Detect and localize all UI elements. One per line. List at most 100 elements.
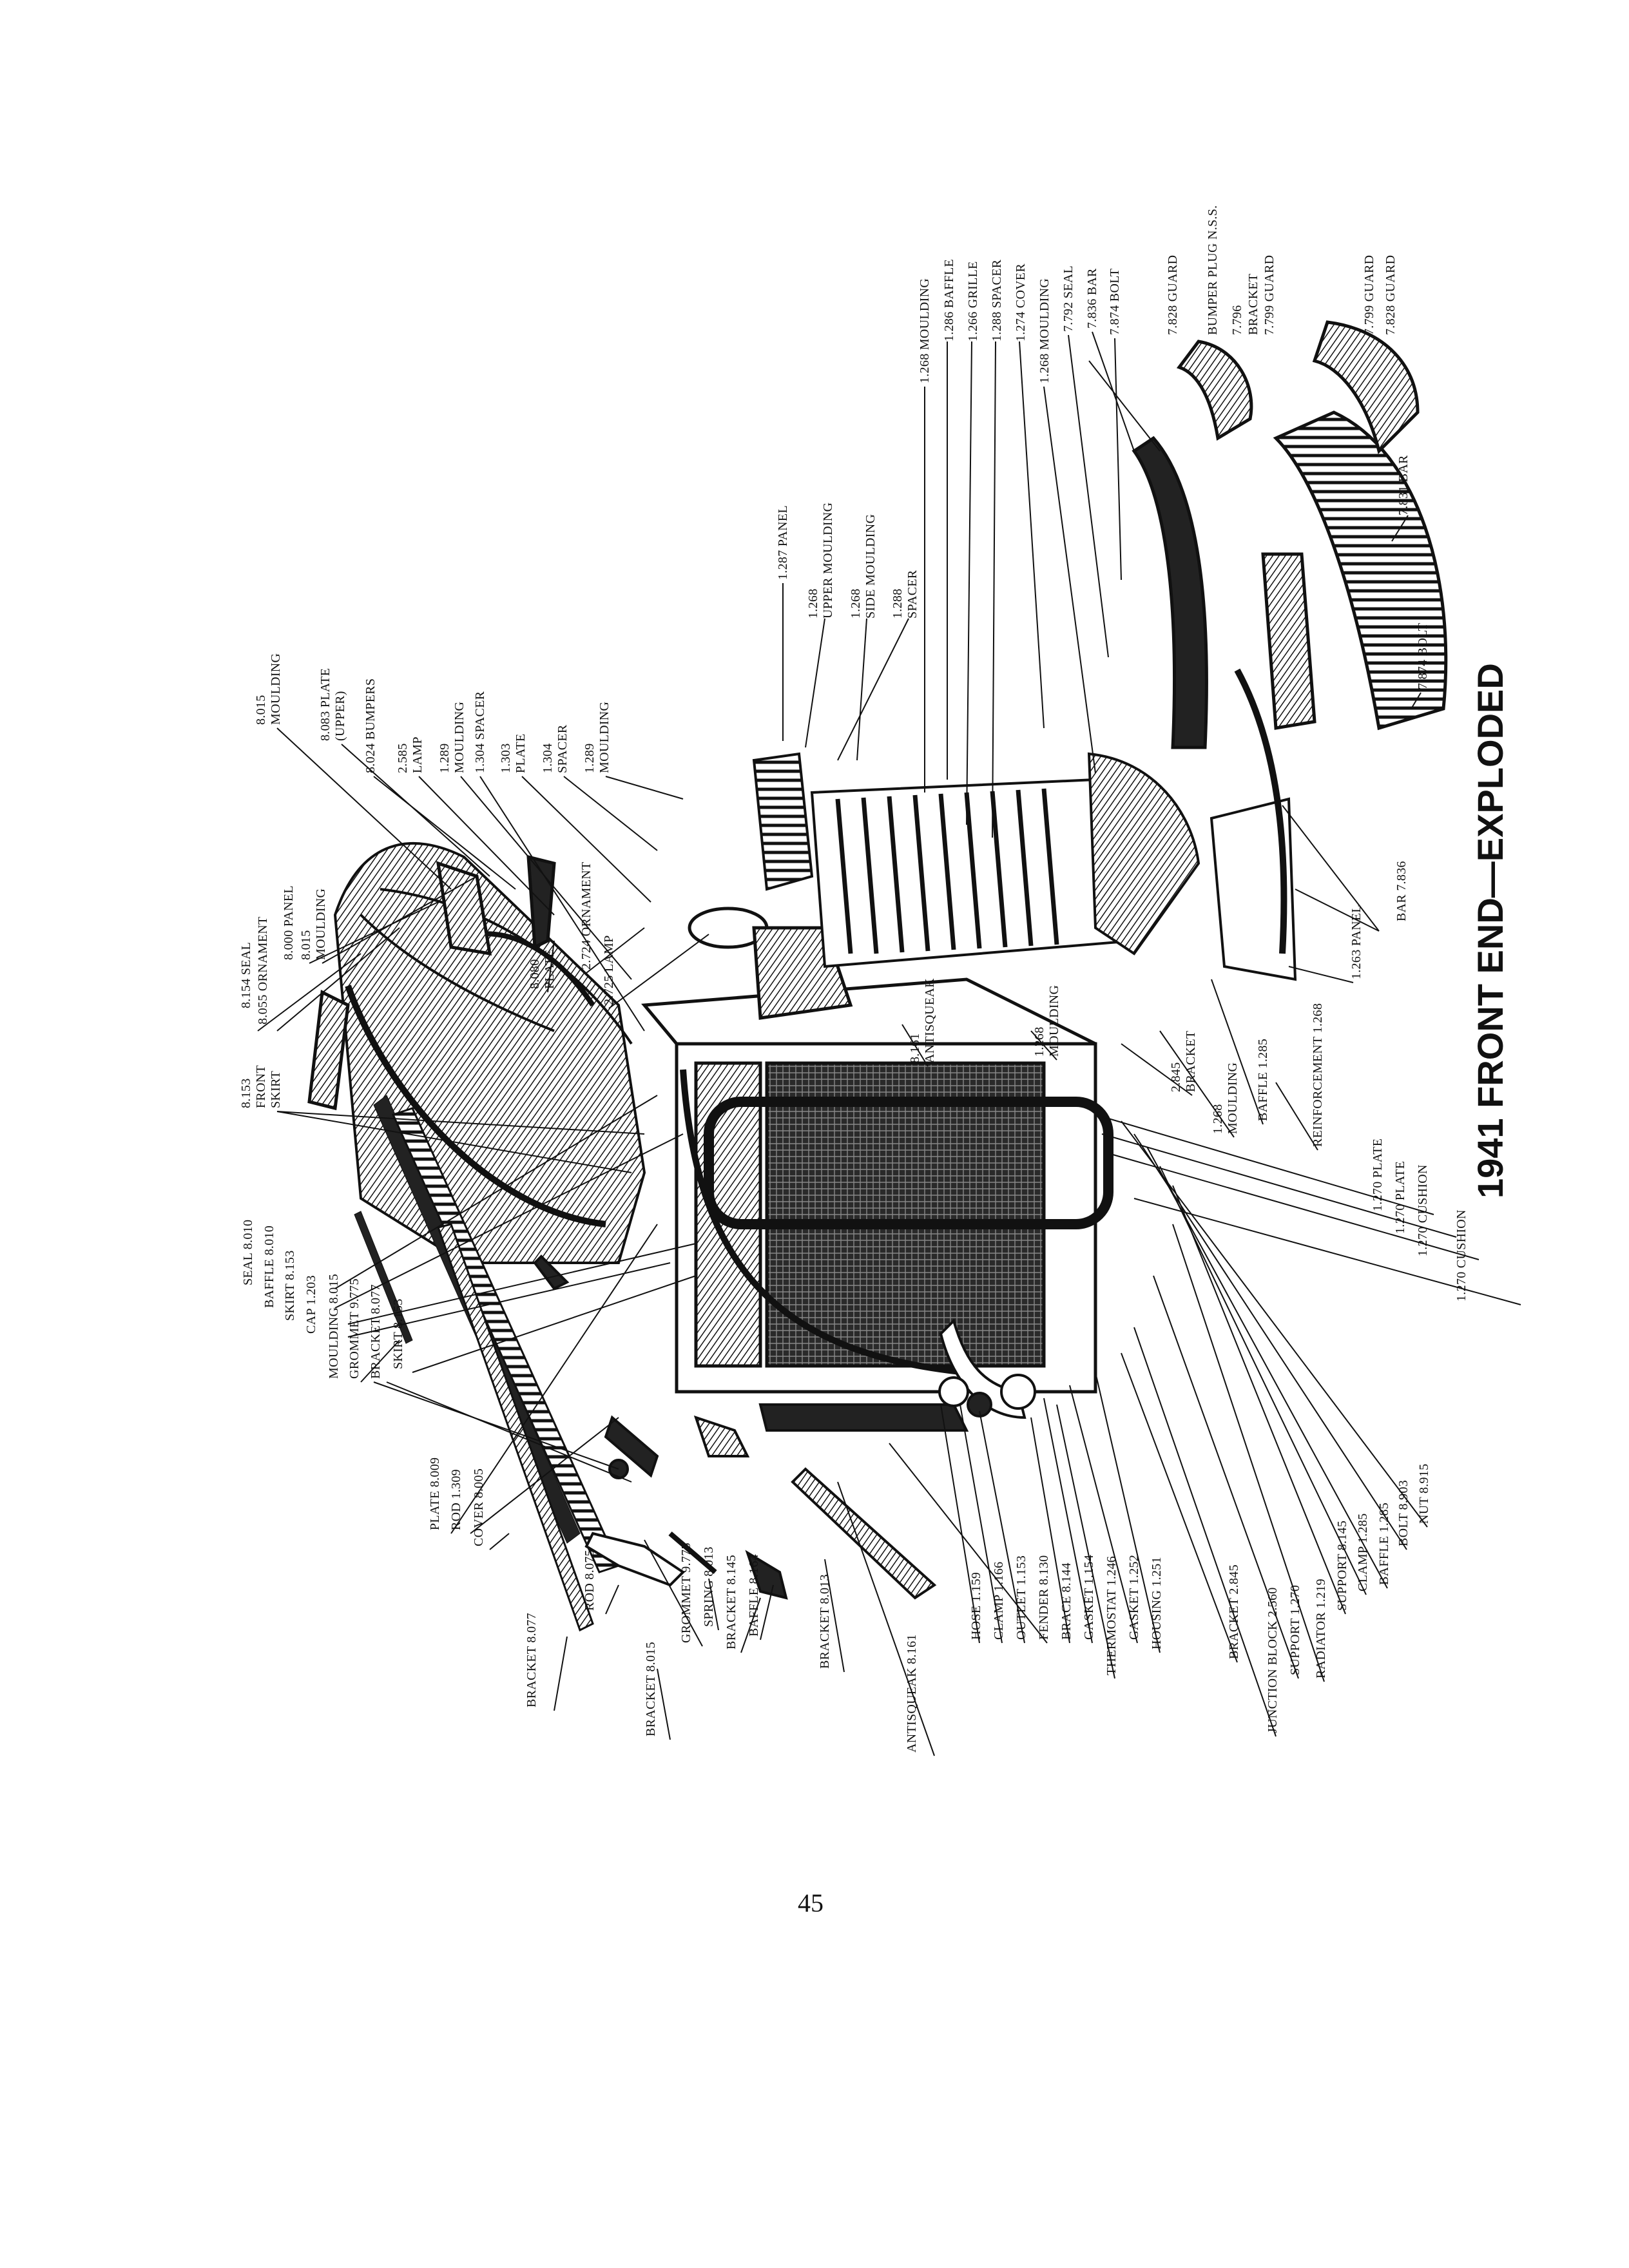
part-label: ROD 8.075	[583, 1550, 597, 1611]
part-label: GROMMET 9.775	[347, 1278, 361, 1379]
part-label: MOULDING	[314, 888, 328, 960]
part-label: SPRING 8.013	[702, 1546, 716, 1627]
part-label: 8.083 PLATE	[318, 668, 333, 741]
part-label: 7.836 BAR	[1085, 268, 1099, 329]
part-label: 7.799 GUARD	[1362, 255, 1376, 335]
part-label: 1.268	[1032, 1026, 1046, 1057]
part-label: 1.263 PANEL	[1349, 905, 1364, 979]
part-label: 1.270 CUSHION	[1454, 1209, 1469, 1302]
part-label: 1.268	[806, 588, 820, 619]
part-label: BOLT 8.903	[1396, 1479, 1411, 1546]
part-label: 2.845	[1169, 1062, 1183, 1093]
part-label: 1.288 SPACER	[990, 259, 1004, 341]
part-label: BRACKET	[1184, 1030, 1198, 1092]
part-label: FRONT	[254, 1064, 268, 1108]
part-label: LAMP	[410, 736, 425, 773]
part-label: MOULDING	[1047, 985, 1061, 1057]
leader-lines	[257, 331, 1521, 1756]
part-label: SPACER	[555, 724, 570, 773]
part-label: ANTISQUEAK	[923, 978, 937, 1063]
part-label: 2.724 ORNAMENT	[579, 861, 593, 970]
part-label: MOULDING 8.015	[327, 1273, 341, 1379]
part-label: ANTISQUEAK 8.161	[905, 1634, 919, 1753]
part-label: MOULDING	[597, 701, 612, 773]
part-label: GASKET 1.252	[1127, 1554, 1141, 1640]
part-label: BAFFLE 1.285	[1377, 1502, 1391, 1585]
side-panel	[1087, 668, 1297, 981]
part-label: BAFFLE 1.285	[1256, 1038, 1270, 1121]
part-label: 8.015	[254, 695, 268, 726]
lower-parts	[533, 1254, 1036, 1600]
part-label: 7.828 GUARD	[1166, 255, 1180, 335]
part-label: 1.270 PLATE	[1371, 1138, 1385, 1211]
part-label: 8.080	[528, 959, 542, 990]
part-label: BRACKET 8.015	[644, 1642, 658, 1736]
part-label: 1.303	[499, 743, 513, 774]
part-label: RADIATOR 1.219	[1314, 1579, 1328, 1678]
part-label: 1.304 SPACER	[473, 691, 487, 773]
part-label: SPACER	[905, 570, 920, 619]
part-label: 8.015	[299, 930, 313, 961]
page-number: 45	[798, 1888, 824, 1917]
part-label: SKIRT 8.153	[391, 1298, 405, 1369]
grille-bars	[752, 752, 1136, 968]
part-label: UPPER MOULDING	[821, 502, 835, 619]
part-label: GASKET 1.154	[1082, 1554, 1096, 1640]
part-label: REINFORCEMENT 1.268	[1311, 1003, 1325, 1147]
part-label: 7.831 BAR	[1396, 455, 1411, 515]
part-label: BAFFLE 8.010	[262, 1225, 276, 1308]
part-label: BRACKET 8.013	[818, 1574, 832, 1669]
part-label: OUTLET 1.153	[1014, 1555, 1028, 1640]
part-label: 1.289	[438, 743, 452, 774]
hood-assembly	[333, 841, 646, 1264]
part-label: 8.055 ORNAMENT	[256, 916, 270, 1024]
part-label: PLATE 8.009	[428, 1457, 442, 1530]
part-label: 8.161	[908, 1033, 922, 1064]
part-label: NUT 8.915	[1417, 1463, 1431, 1524]
part-label: 8.154 SEAL	[239, 942, 253, 1008]
part-label: COVER 8.005	[472, 1468, 486, 1546]
part-label: 1.289	[583, 743, 597, 774]
part-label: BRACE 8.144	[1059, 1562, 1074, 1640]
part-label: 7.828 GUARD	[1383, 255, 1398, 335]
part-label: CLAMP 1.285	[1356, 1513, 1370, 1591]
part-label: BRACKET 8.077	[525, 1613, 539, 1707]
part-label: 1.268	[849, 588, 863, 619]
part-label: 1.274 COVER	[1014, 263, 1028, 341]
part-label: 7.796	[1230, 305, 1244, 336]
part-label: 8.024 BUMPERS	[363, 678, 378, 773]
part-label: BRACKET 8.145	[724, 1555, 738, 1649]
part-label: 2.725 LAMP	[602, 935, 616, 1005]
part-label: 1.286 BAFFLE	[942, 258, 956, 341]
part-label: 1.268 MOULDING	[918, 278, 932, 383]
part-label: 1.288	[891, 588, 905, 619]
part-label: 7.874 BOLT	[1416, 622, 1430, 689]
part-label: BUMPER PLUG N.S.S.	[1206, 205, 1220, 335]
part-label: 1.287 PANEL	[776, 505, 790, 580]
part-label: SKIRT	[269, 1070, 283, 1108]
part-label: 1.270 CUSHION	[1416, 1164, 1430, 1256]
part-label: 1.304	[541, 743, 555, 774]
part-label: SUPPORT 1.270	[1288, 1584, 1302, 1675]
part-label: JUNCTION BLOCK 2.560	[1266, 1587, 1280, 1733]
part-label: 8.153	[239, 1078, 253, 1109]
part-label: MOULDING	[452, 701, 467, 773]
part-label: 1.266 GRILLE	[966, 261, 980, 341]
part-label: 1.270 PLATE	[1393, 1160, 1407, 1234]
part-label: 7.792 SEAL	[1061, 265, 1075, 332]
part-label: GROMMET 9.775	[679, 1542, 693, 1643]
part-label: BAR 7.836	[1394, 861, 1409, 921]
part-label: SKIRT 8.153	[283, 1250, 297, 1321]
part-label: THERMOSTAT 1.246	[1104, 1555, 1119, 1675]
part-label: 7.799 GUARD	[1262, 255, 1277, 335]
part-label: SEAL 8.010	[241, 1219, 255, 1285]
part-label: CAP 1.203	[304, 1275, 318, 1334]
part-label: PLATE	[543, 949, 557, 990]
part-label: HOSE 1.159	[969, 1571, 983, 1640]
part-label: FENDER 8.130	[1037, 1555, 1051, 1640]
part-label: ROD 1.309	[449, 1469, 463, 1530]
part-label: MOULDING	[269, 653, 283, 725]
part-label: MOULDING	[1226, 1062, 1240, 1134]
part-label: 2.585	[396, 743, 410, 774]
